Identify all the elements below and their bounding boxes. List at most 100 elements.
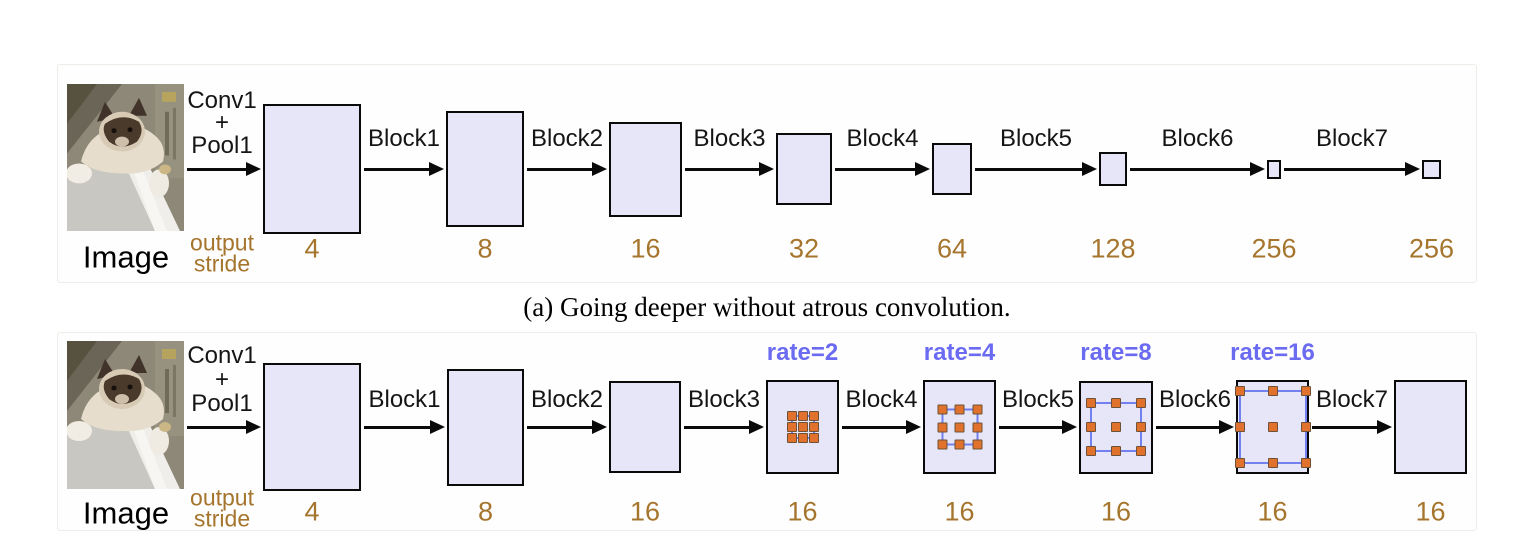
atrous-sampling-dot bbox=[1136, 446, 1146, 456]
flow-arrow-line bbox=[527, 167, 594, 171]
feature-map-box bbox=[1422, 159, 1441, 179]
atrous-sampling-dot bbox=[954, 439, 965, 450]
feature-map-box bbox=[1394, 380, 1467, 474]
flow-arrow-head-icon bbox=[1405, 162, 1420, 176]
atrous-sampling-dot bbox=[1086, 398, 1096, 408]
atrous-sampling-dot bbox=[972, 422, 982, 432]
output-stride-value: 16 bbox=[1415, 496, 1446, 527]
feature-map-box bbox=[1267, 159, 1281, 179]
output-stride-label: stride bbox=[193, 505, 251, 532]
atrous-sampling-dot bbox=[954, 404, 965, 415]
output-stride-value: 8 bbox=[477, 233, 493, 264]
atrous-sampling-dot bbox=[808, 422, 819, 432]
flow-arrow-line bbox=[364, 167, 431, 171]
flow-arrow-line bbox=[1156, 425, 1221, 429]
block-label: Block7 bbox=[1315, 125, 1389, 152]
output-stride-label: output bbox=[190, 484, 254, 511]
atrous-sampling-dot bbox=[1136, 398, 1146, 408]
atrous-sampling-dot bbox=[786, 433, 797, 443]
flow-arrow-head-icon bbox=[430, 420, 445, 434]
flow-arrow-head-icon bbox=[246, 420, 261, 434]
flow-arrow-head-icon bbox=[1062, 420, 1077, 434]
output-stride-value: 8 bbox=[477, 496, 494, 527]
atrous-sampling-dot bbox=[1234, 386, 1245, 396]
atrous-sampling-dot bbox=[1300, 422, 1311, 432]
flow-arrow-line bbox=[364, 425, 432, 429]
rate-label: rate=16 bbox=[1230, 339, 1315, 366]
rate-label: rate=4 bbox=[923, 339, 996, 366]
atrous-sampling-dot bbox=[1086, 422, 1096, 432]
block-label: Block7 bbox=[1315, 386, 1389, 413]
flow-arrow-line bbox=[187, 167, 248, 171]
conv-pool-label: Pool1 bbox=[191, 390, 253, 417]
conv-pool-label: Conv1 bbox=[187, 342, 257, 369]
flow-arrow-head-icon bbox=[429, 162, 444, 176]
conv-pool-label: + bbox=[214, 366, 230, 393]
atrous-sampling-dot bbox=[972, 439, 982, 450]
block-label: Block6 bbox=[1158, 386, 1232, 413]
feature-map-box bbox=[263, 104, 361, 234]
output-stride-value: 4 bbox=[304, 233, 320, 264]
flow-arrow-line bbox=[1284, 167, 1407, 171]
atrous-rate-grid bbox=[1086, 398, 1146, 456]
flow-arrow-head-icon bbox=[592, 420, 607, 434]
output-stride-value: 16 bbox=[629, 496, 661, 527]
flow-arrow-line bbox=[1312, 425, 1379, 429]
cat-photo bbox=[67, 341, 184, 489]
block-label: Block5 bbox=[1001, 386, 1075, 413]
atrous-sampling-dot bbox=[1234, 458, 1245, 468]
feature-map-box bbox=[923, 380, 996, 474]
output-stride-label: output bbox=[190, 229, 254, 256]
flow-arrow-line bbox=[187, 425, 248, 429]
feature-map-box bbox=[609, 121, 682, 217]
feature-map-box bbox=[609, 381, 681, 473]
figure-caption-a: (a) Going deeper without atrous convolut… bbox=[523, 292, 1011, 322]
flow-arrow-line bbox=[842, 425, 908, 429]
block-label: Block2 bbox=[530, 125, 604, 152]
feature-map-box bbox=[766, 380, 839, 474]
flow-arrow-head-icon bbox=[759, 162, 774, 176]
block-label: Block4 bbox=[846, 125, 919, 152]
output-stride-value: 16 bbox=[944, 496, 975, 527]
atrous-rate-grid bbox=[1234, 386, 1311, 468]
flow-arrow-line bbox=[975, 167, 1084, 171]
output-stride-value: 16 bbox=[787, 496, 818, 527]
output-stride-label: stride bbox=[193, 250, 251, 277]
atrous-sampling-dot bbox=[797, 411, 808, 421]
output-stride-value: 16 bbox=[630, 233, 661, 264]
flow-arrow-head-icon bbox=[1250, 162, 1265, 176]
block-label: Block3 bbox=[693, 125, 766, 152]
atrous-sampling-dot bbox=[937, 422, 947, 432]
conv-pool-label: Pool1 bbox=[191, 132, 253, 159]
flow-arrow-line bbox=[999, 425, 1064, 429]
feature-map-box bbox=[932, 143, 972, 195]
output-stride-value: 16 bbox=[1100, 496, 1132, 527]
atrous-sampling-dot bbox=[786, 411, 797, 421]
atrous-rate-grid bbox=[937, 404, 982, 450]
atrous-sampling-dot bbox=[1300, 458, 1311, 468]
atrous-sampling-dot bbox=[797, 422, 808, 432]
block-label: Block3 bbox=[687, 386, 761, 413]
conv-pool-label: + bbox=[214, 109, 230, 136]
feature-map-box bbox=[263, 363, 361, 491]
output-stride-value: 256 bbox=[1408, 233, 1455, 264]
atrous-sampling-dot bbox=[786, 422, 797, 432]
atrous-sampling-dot bbox=[1111, 398, 1121, 408]
flow-arrow-line bbox=[685, 167, 761, 171]
block-label: Block5 bbox=[999, 125, 1073, 152]
atrous-sampling-dot bbox=[808, 433, 819, 443]
flow-arrow-head-icon bbox=[246, 162, 261, 176]
flow-arrow-line bbox=[835, 167, 917, 171]
flow-arrow-head-icon bbox=[1377, 420, 1392, 434]
flow-arrow-line bbox=[527, 425, 594, 429]
feature-map-box bbox=[1099, 152, 1127, 186]
flow-arrow-head-icon bbox=[1219, 420, 1234, 434]
cat-photo bbox=[67, 84, 184, 231]
flow-arrow-head-icon bbox=[592, 162, 607, 176]
atrous-sampling-dot bbox=[1234, 422, 1245, 432]
feature-map-box bbox=[776, 133, 832, 205]
atrous-sampling-dot bbox=[937, 404, 947, 415]
